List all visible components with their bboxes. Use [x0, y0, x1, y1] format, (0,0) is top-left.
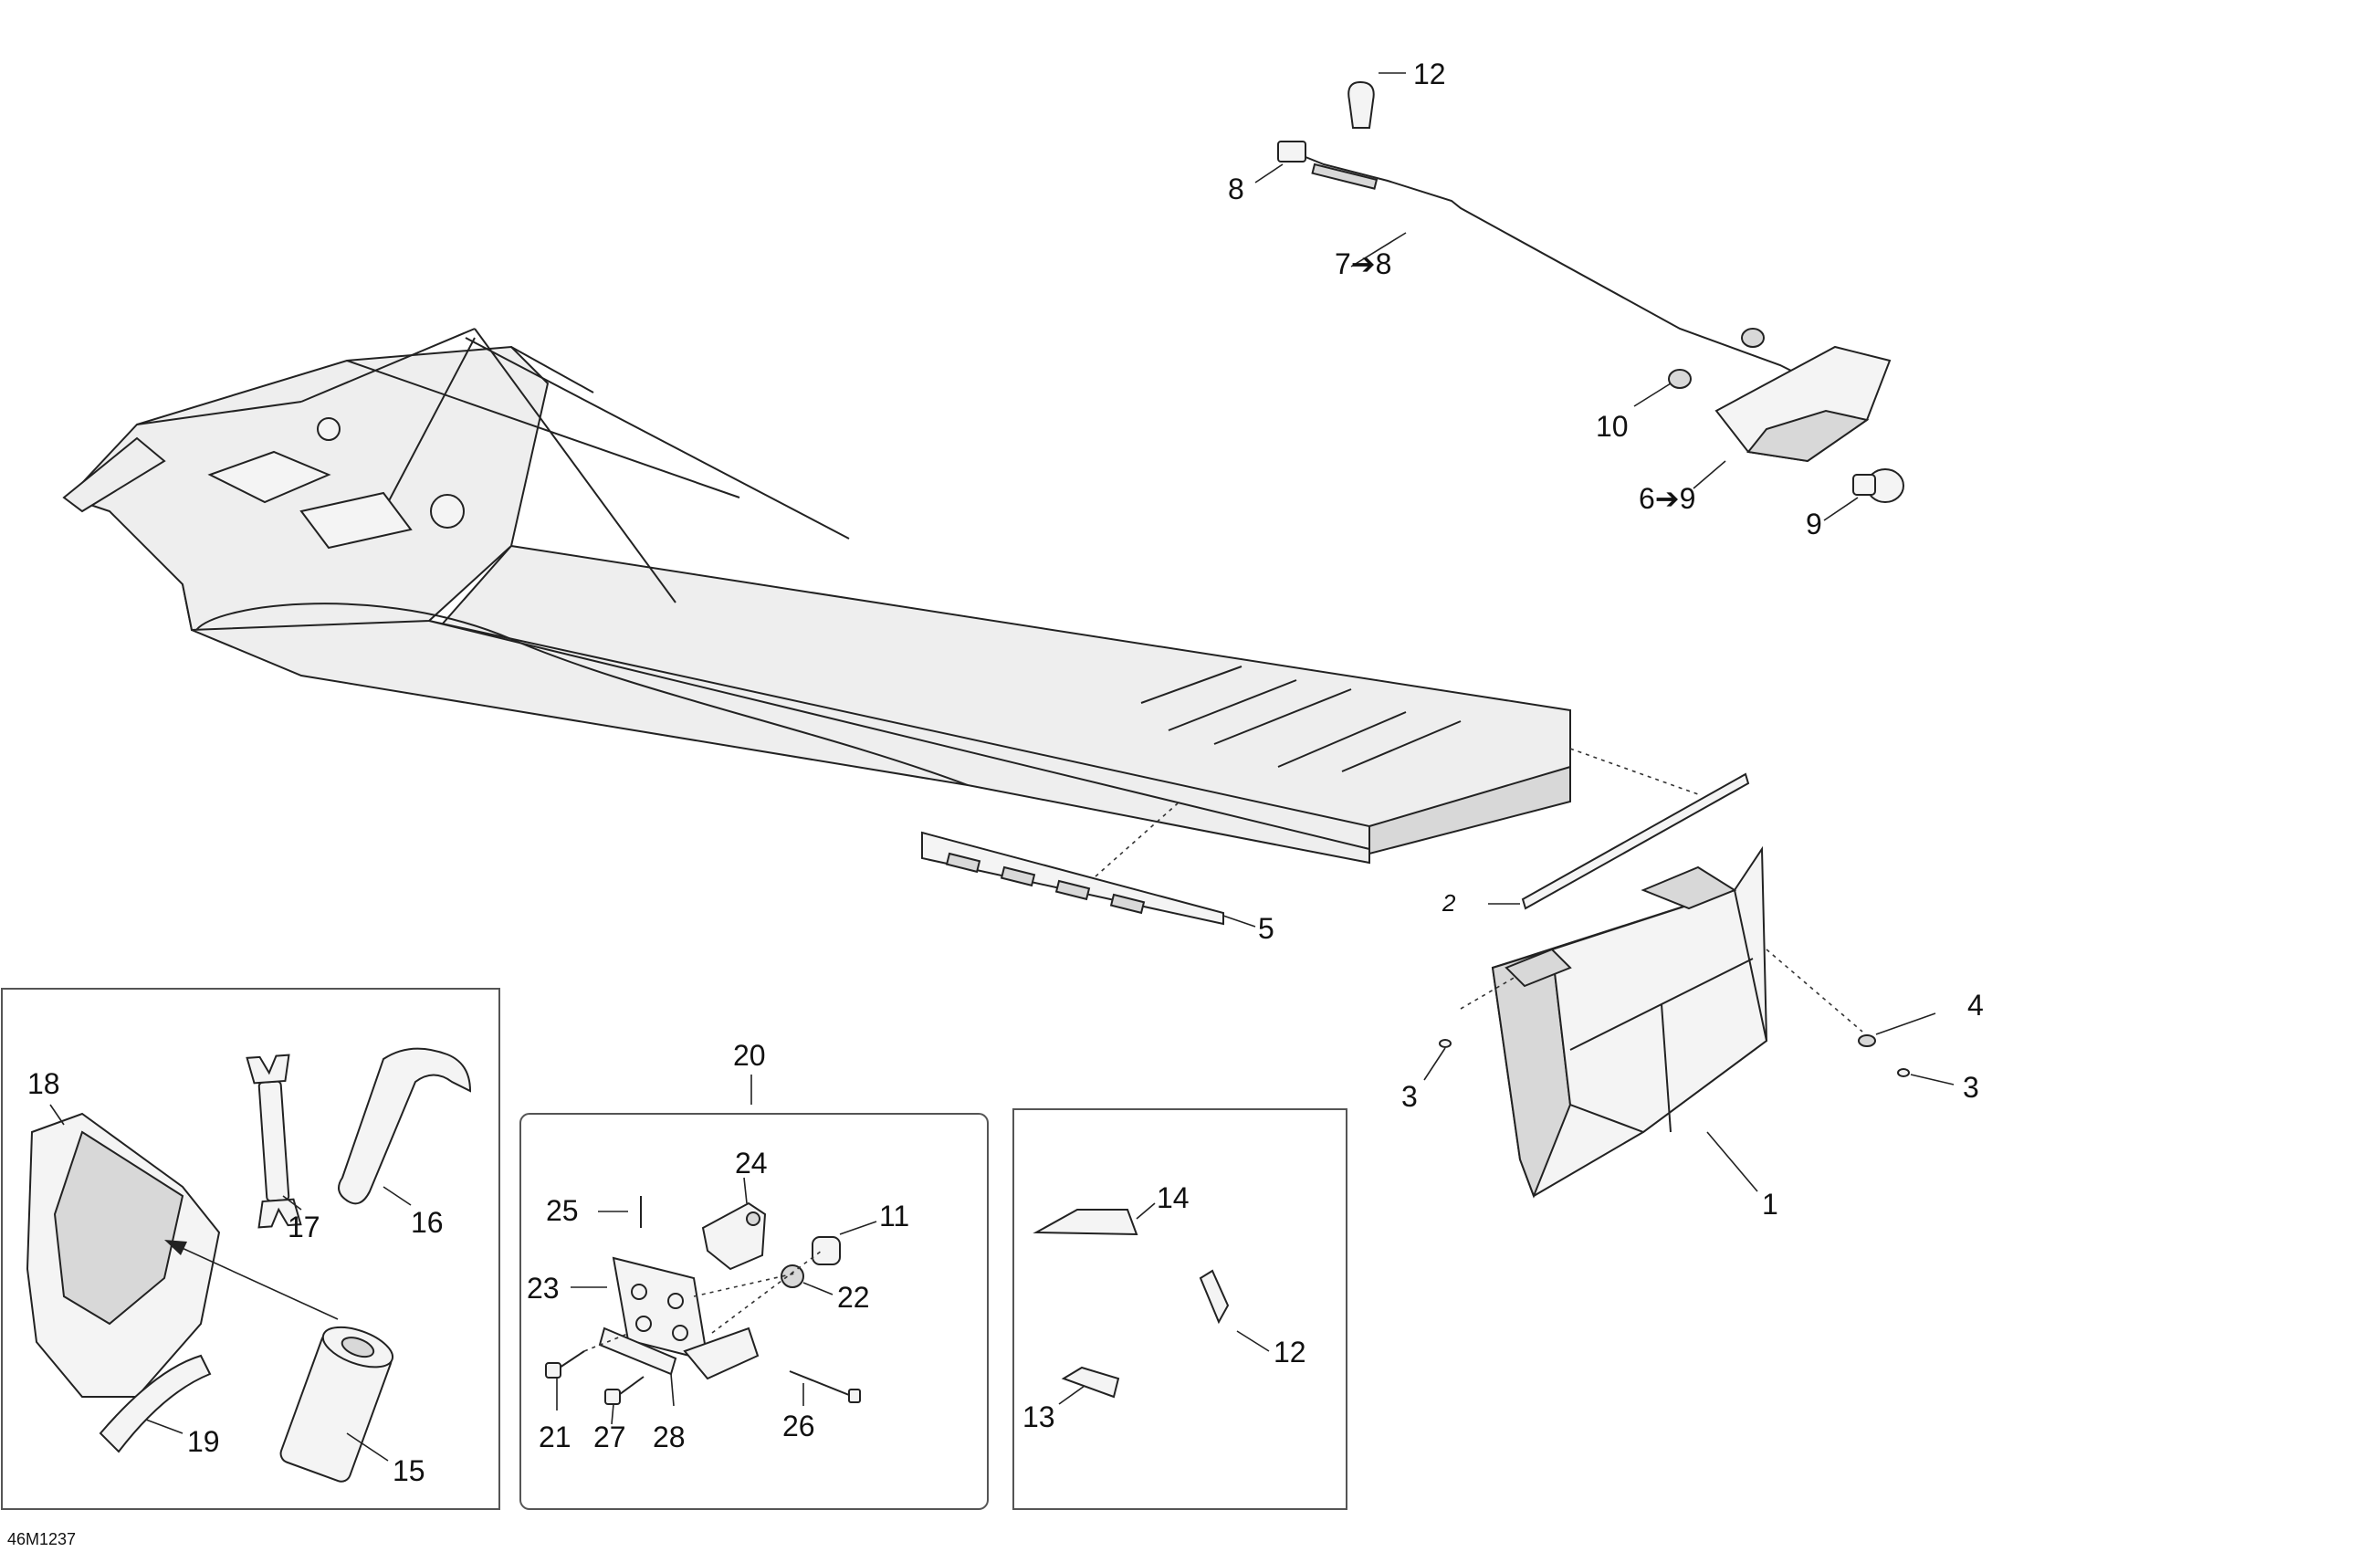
callout-23: 23	[527, 1272, 560, 1305]
decal-box	[1012, 1108, 1347, 1510]
callout-21: 21	[539, 1421, 571, 1453]
callout-4: 4	[1967, 989, 1984, 1022]
callout-10: 10	[1596, 410, 1629, 443]
callout-25: 25	[546, 1194, 579, 1227]
callout-22: 22	[837, 1281, 870, 1314]
callout-6: 6➔9	[1639, 482, 1695, 515]
callout-27: 27	[593, 1421, 626, 1453]
callout-12-decal: 12	[1274, 1336, 1306, 1368]
callout-7: 7➔8	[1335, 247, 1391, 280]
callout-28: 28	[653, 1421, 686, 1453]
callout-labels: 12 8 7➔8 10 6➔9 9 5 2 4 3 3 1 18 17 16 1…	[7, 58, 1984, 1548]
callout-14: 14	[1157, 1181, 1190, 1214]
callout-20: 20	[733, 1039, 766, 1072]
callout-18: 18	[27, 1067, 60, 1100]
callout-3-left: 3	[1401, 1080, 1418, 1113]
taillight-assembly	[1254, 72, 1904, 521]
chassis-frame	[62, 328, 1571, 865]
callout-9: 9	[1806, 508, 1822, 540]
callout-15: 15	[393, 1454, 425, 1487]
callout-1: 1	[1762, 1188, 1778, 1221]
part-5-side-strip	[921, 802, 1256, 928]
callout-26: 26	[782, 1410, 815, 1442]
diagram-code: 46M1237	[7, 1530, 76, 1548]
part-2-bracket-strip	[1488, 748, 1750, 910]
part-1-snow-flap	[1460, 845, 1863, 1199]
tool-kit-box	[1, 988, 500, 1510]
callout-2: 2	[1442, 889, 1456, 917]
callout-12-top: 12	[1413, 58, 1446, 90]
part-3-4-hardware	[1423, 1012, 1955, 1085]
callout-3-right: 3	[1963, 1071, 1979, 1104]
callout-19: 19	[187, 1425, 220, 1458]
callout-5: 5	[1258, 912, 1274, 945]
callout-24: 24	[735, 1147, 768, 1180]
callout-8: 8	[1228, 173, 1244, 205]
callout-13: 13	[1022, 1400, 1055, 1433]
hitch-kit-box	[519, 1075, 989, 1510]
callout-17: 17	[288, 1211, 320, 1243]
callout-16: 16	[411, 1206, 444, 1239]
callout-11: 11	[879, 1200, 909, 1232]
